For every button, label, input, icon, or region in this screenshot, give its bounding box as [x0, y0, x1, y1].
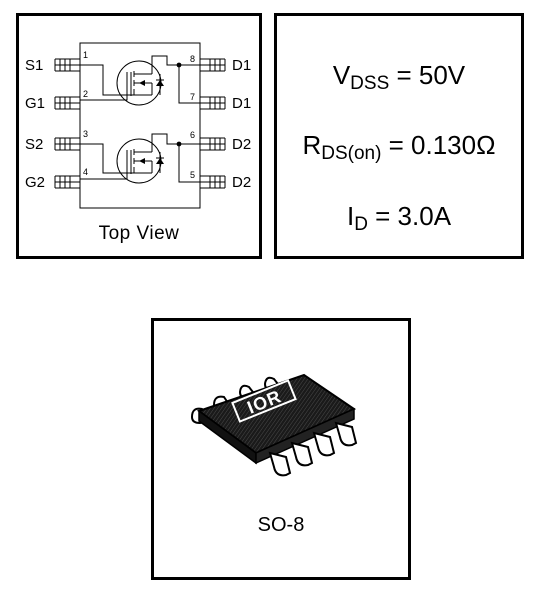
pin-number-7: 7 — [190, 92, 195, 102]
pin-stub-5 — [200, 175, 226, 189]
specifications-panel: VDSS = 50V RDS(on) = 0.130Ω ID = 3.0A — [274, 13, 524, 259]
pin-label-g2: G2 — [25, 174, 45, 191]
mosfet-2-diode-triangle — [156, 158, 164, 164]
pin-stub-6 — [200, 137, 226, 151]
junction-dot-pin6 — [176, 141, 182, 147]
pin-number-1: 1 — [83, 50, 88, 60]
mosfet-2-arrow — [139, 158, 145, 164]
pin-stub-3 — [54, 137, 80, 151]
mosfet-2-symbol — [80, 133, 200, 184]
left-pin-stubs — [54, 58, 80, 189]
pin-label-d1-8: D1 — [232, 57, 251, 74]
pin-number-8: 8 — [190, 54, 195, 64]
top-view-caption: Top View — [98, 223, 180, 244]
pin-number-4: 4 — [83, 167, 88, 177]
front-pins — [268, 421, 358, 477]
so8-package-illustration: IOR — [190, 373, 358, 477]
pin-label-d2-6: D2 — [232, 136, 251, 153]
spec-vdss-value: = 50V — [389, 60, 466, 90]
pinout-diagram: S1 G1 S2 G2 D1 D1 D2 D2 1 2 3 4 8 7 6 5 — [16, 13, 262, 259]
spec-rds-subscript: DS(on) — [321, 143, 382, 164]
spec-rds-value: = 0.130Ω — [381, 130, 496, 160]
package-caption: SO-8 — [257, 514, 305, 536]
pin-number-6: 6 — [190, 130, 195, 140]
package-body-side-front — [255, 407, 355, 465]
pin-label-d1-7: D1 — [232, 95, 251, 112]
spec-rds-on: RDS(on) = 0.130Ω — [277, 130, 521, 165]
spec-vdss: VDSS = 50V — [277, 60, 521, 95]
mosfet-schematic: S1 G1 S2 G2 D1 D1 D2 D2 1 2 3 4 8 7 6 5 — [25, 42, 251, 209]
pin-label-d2-5: D2 — [232, 174, 251, 191]
spec-id-subscript: D — [354, 214, 368, 235]
pin-stub-4 — [54, 175, 80, 189]
spec-rds-symbol: R — [302, 130, 322, 160]
package-panel: IOR SO-8 — [151, 318, 411, 580]
spec-vdss-subscript: DSS — [350, 73, 390, 94]
pin-stub-2 — [54, 96, 80, 110]
pin-number-2: 2 — [83, 89, 88, 99]
junction-dot-pin8 — [176, 62, 182, 68]
pin-stub-8 — [200, 58, 226, 72]
mosfet-1-diode-triangle — [156, 80, 164, 86]
pin-label-g1: G1 — [25, 95, 45, 112]
spec-id-value: = 3.0A — [367, 201, 452, 231]
spec-id: ID = 3.0A — [277, 201, 521, 236]
mosfet-1-arrow — [139, 80, 145, 86]
pin-stub-7 — [200, 96, 226, 110]
spec-id-symbol: I — [346, 201, 355, 231]
mosfet-1-symbol — [80, 55, 200, 106]
pin-label-s2: S2 — [25, 136, 43, 153]
spec-vdss-symbol: V — [332, 60, 351, 90]
pin-number-3: 3 — [83, 129, 88, 139]
pin-stub-1 — [54, 58, 80, 72]
right-pin-stubs — [200, 58, 226, 189]
package-outline — [79, 42, 201, 209]
pin-number-5: 5 — [190, 170, 195, 180]
pin-label-s1: S1 — [25, 57, 43, 74]
